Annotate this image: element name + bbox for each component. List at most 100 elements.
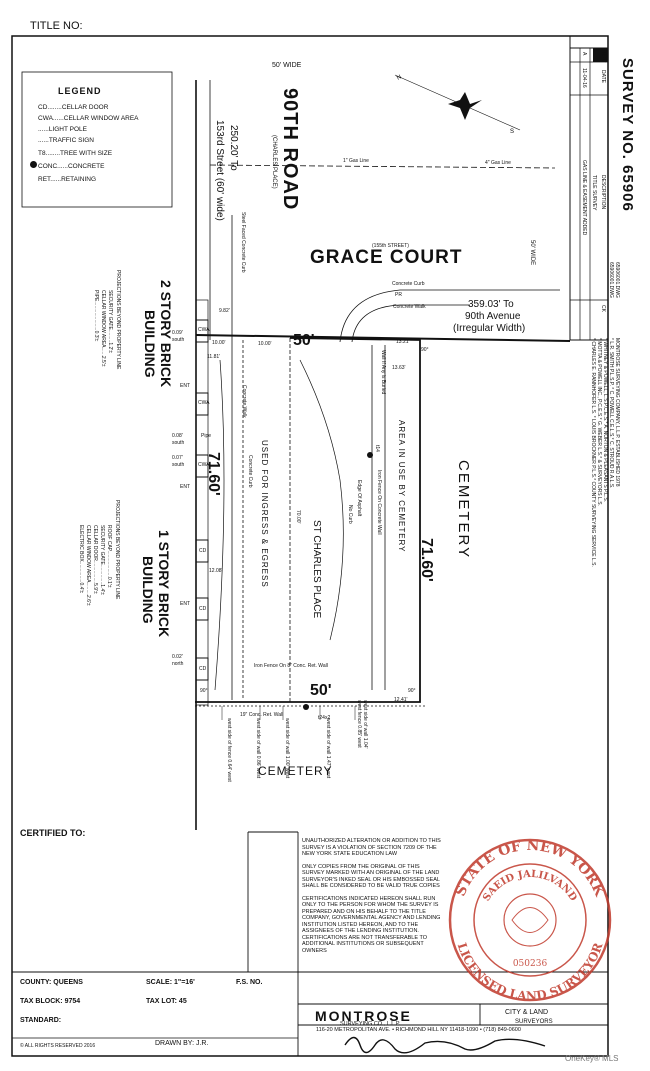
- pipe-label: Pipe: [201, 433, 212, 439]
- irregular-label: (Irregular Width): [453, 323, 526, 334]
- notes-block: UNAUTHORIZED ALTERATION OR ADDITION TO T…: [302, 838, 442, 954]
- building-2-row-1: CELLAR WINDOW AREA......2.5'±: [100, 290, 106, 367]
- st-charles-label: ST CHARLES PLACE: [311, 520, 322, 619]
- dim-1208: 12.08': [209, 568, 223, 574]
- cwa1-label: CWA: [198, 327, 210, 333]
- legend-item-cwa: CWA......CELLAR WINDOW AREA: [38, 115, 139, 122]
- west-note-4: west side of wall 1.04' west fence 0.85'…: [356, 700, 368, 749]
- cd1-label: CD: [199, 548, 207, 554]
- date-header: DATE: [600, 70, 606, 83]
- gas-line-1-label: 1" Gas Line: [343, 158, 369, 164]
- t24-label: t24x2: [318, 715, 331, 721]
- svg-text:N: N: [396, 74, 403, 81]
- dim-right-7160: 71.60': [418, 538, 435, 582]
- dim-south-007-label: south: [172, 462, 185, 468]
- montrose-logo-text: MONTROSE: [315, 1008, 412, 1024]
- note-0: UNAUTHORIZED ALTERATION OR ADDITION TO T…: [302, 838, 441, 857]
- rev-row-1-desc: GAS LINE & EASEMENT ADDED: [581, 160, 587, 236]
- dim-7000: 70.00': [295, 510, 301, 524]
- legend-item-concrete: CONC......CONCRETE: [38, 163, 105, 170]
- dist-153-label: 250.20' To: [228, 125, 239, 171]
- building-1-row-4: ELECTRIC BOX...............0.4'±: [78, 525, 84, 594]
- building-2-proj: PROJECTIONS BEYOND PROPERTY LINE: [115, 270, 121, 370]
- dim-90b: 90°: [408, 688, 416, 694]
- surveyors-label: SURVEYORS: [515, 1019, 553, 1025]
- dim-90a: 90°: [421, 347, 429, 353]
- concrete-walk-top-label: Concrete Walk: [393, 304, 426, 310]
- dim-90c: 90°: [200, 688, 208, 694]
- cd3-label: CD: [199, 666, 207, 672]
- survey-number: SURVEY NO. 65906: [619, 58, 636, 212]
- street-153-label: 153rd Street (60' wide): [214, 120, 225, 221]
- rev-row-0-desc: TITLE SURVEY: [591, 175, 597, 211]
- tree-icon: [30, 161, 37, 168]
- dim-south-009-label: south: [172, 337, 185, 343]
- rights-label: © ALL RIGHTS RESERVED 2016: [20, 1043, 96, 1049]
- wall-buried-label: Wall If Any is Buried: [380, 350, 386, 395]
- dim-north-002: 0.02': [172, 654, 183, 660]
- seal-number-text: 050236: [513, 959, 548, 969]
- dim-south-009: 0.09': [172, 330, 183, 336]
- west-note-3: west side of wall 1.47' west: [325, 718, 331, 779]
- tax-lot-label: TAX LOT: 45: [146, 998, 187, 1005]
- building-1-row-2: CELLAR DOOR................5.9'±: [92, 525, 98, 594]
- dim-left-7160: 71.60': [205, 452, 222, 496]
- seal-name-text: SAEID JALILVAND: [481, 869, 579, 904]
- dim-south-008: 0.08': [172, 433, 183, 439]
- dim-1321: 13.21': [396, 339, 410, 345]
- standard-label: STANDARD:: [20, 1017, 62, 1024]
- legend-item-light-pole: ......LIGHT POLE: [38, 126, 88, 133]
- cemetery-bottom-label: CEMETERY: [258, 764, 333, 778]
- ingress-egress-label: USED FOR INGRESS & EGRESS: [260, 440, 269, 588]
- cwa3-label: CWA: [198, 462, 210, 468]
- charles-place-label: (CHARLES PLACE): [271, 135, 277, 189]
- legend-list: CD........CELLAR DOOR CWA......CELLAR WI…: [38, 104, 139, 183]
- dwg-label-2: 65906001.DWG: [608, 262, 614, 298]
- building-1-row-1: SECURITY GATE..............1.4'±: [99, 525, 105, 595]
- cd2-label: CD: [199, 606, 207, 612]
- concrete-curb-top-label: Concrete Curb: [392, 281, 425, 287]
- building-2-row-0: SECURITY GATE.........1.2'±: [107, 290, 113, 353]
- cwa2-label: CWA: [198, 400, 210, 406]
- street-155-label: (155th STREET): [372, 243, 409, 249]
- ent2-label: ENT: [180, 484, 190, 490]
- legend-item-cd: CD........CELLAR DOOR: [38, 104, 109, 111]
- certified-to-label: CERTIFIED TO:: [20, 828, 86, 838]
- west-note-2: west side of wall 1.00' west: [284, 718, 290, 779]
- company-line-0: MONTROSE SURVEYING COMPANY, L.L.P. ESTAB…: [614, 338, 620, 487]
- conc-ret-19-label: 19" Conc. Ret. Wall: [240, 712, 284, 718]
- building-1-row-0: ROOF CAP...................0.1'±: [106, 525, 112, 588]
- west-note-1: west side of wall 0.86' west: [255, 718, 261, 779]
- grace-court-label: GRACE COURT: [310, 247, 463, 268]
- dim-1241: 12.41': [394, 697, 408, 703]
- title-no-label: TITLE NO:: [30, 20, 83, 32]
- concrete-curb-mid-label: Concrete Curb: [247, 455, 253, 488]
- dim-1363: 13.63': [392, 365, 406, 371]
- north-arrow-icon: N S: [394, 74, 521, 135]
- dim-1000a: 10.00': [212, 340, 226, 346]
- rev-header: REV: [600, 52, 606, 63]
- legend-item-retaining: RET......RETAINING: [38, 176, 97, 183]
- no-curb-label: No Curb: [347, 505, 353, 524]
- ck-header: CK: [600, 305, 606, 312]
- legend-item-traffic-sign: ......TRAFFIC SIGN: [38, 137, 94, 144]
- address-label: 116-20 METROPOLITAN AVE. • RICHMOND HILL…: [316, 1027, 521, 1033]
- scale-label: SCALE: 1"=16': [146, 979, 195, 986]
- note-2: CERTIFICATIONS INDICATED HEREON SHALL RU…: [302, 895, 441, 954]
- company-line-2: * WHITNEY & POWELL, L.S.P.C.E.S.* A. NOR…: [602, 338, 608, 503]
- gas-line-4-label: 4" Gas Line: [485, 160, 511, 166]
- building-2-line1: 2 STORY BRICK: [158, 280, 174, 388]
- steel-faced-curb-label: Steel Faced Concrete Curb: [240, 212, 246, 273]
- iron-fence-bottom-label: Iron Fence On 8" Conc. Ret. Wall: [254, 663, 328, 669]
- company-line-3: * MOTTA & POWELL INC., P.C.E.S.* G. WEBE…: [596, 338, 602, 506]
- signature: [344, 1036, 546, 1054]
- iron-fence-wall-label: Iron Fence On Concrete Wall: [376, 470, 382, 535]
- building-1-proj: PROJECTIONS BEYOND PROPERTY LINE: [114, 500, 120, 600]
- drawn-by-label: DRAWN BY: J.R.: [155, 1040, 209, 1047]
- surveying-co-label: SURVEYING CO., L.L.P.: [340, 1021, 401, 1027]
- legend-item-tree: T8........TREE WITH SIZE: [38, 150, 113, 157]
- company-line-4: * CHARLES E. RANNHOFER L.S. * LOUIS BROC…: [590, 338, 596, 567]
- building-1-line1: 1 STORY BRICK: [156, 530, 172, 638]
- ent3-label: ENT: [180, 601, 190, 607]
